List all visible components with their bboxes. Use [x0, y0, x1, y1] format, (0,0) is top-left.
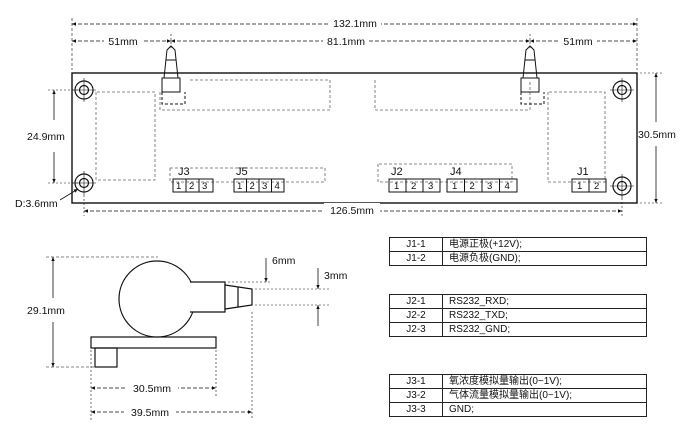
- connector-j2-pin: 3: [428, 181, 433, 192]
- table-row: J2-1 RS232_RXD;: [389, 294, 647, 309]
- pin-id: J3-2: [389, 388, 443, 403]
- dimension-board-width: 30.5mm: [90, 350, 217, 420]
- nozzle-offset-label: 6mm: [272, 255, 296, 267]
- connector-j4-pin: 1: [452, 181, 457, 192]
- total-height-label: 29.1mm: [27, 305, 65, 317]
- connector-j2-pin: 1: [394, 181, 399, 192]
- pin-id: J1-2: [389, 251, 443, 266]
- connector-j5-pin: 3: [262, 181, 267, 192]
- connector-j1-pin: 1: [577, 181, 582, 192]
- pin-function: RS232_RXD;: [442, 294, 647, 309]
- overall-width-label: 132.1mm: [333, 18, 377, 30]
- mounting-hole-top-right: [610, 78, 634, 102]
- pin-id: J3-1: [389, 374, 443, 389]
- table-row: J1-2 电源负极(GND);: [389, 251, 647, 266]
- pin-id: J2-1: [389, 294, 443, 309]
- mounting-hole-bottom-right: [610, 174, 634, 198]
- nozzle-right: [520, 45, 545, 105]
- top-view: J3 1 2 3 J5 1 2 3 4 J2 1 2 3 J4: [15, 16, 676, 217]
- pin-function: 氧浓度模拟量输出(0~1V);: [442, 374, 647, 389]
- dimension-overall-width: 132.1mm: [71, 16, 638, 70]
- pin-function: 电源正极(+12V);: [442, 237, 647, 252]
- table-row: J3-2 气体流量模拟量输出(0~1V);: [389, 388, 647, 403]
- side-base-plate: [90, 336, 217, 349]
- connector-j4-pin: 3: [487, 181, 492, 192]
- table-row: J3-1 氧浓度模拟量输出(0~1V);: [389, 374, 647, 389]
- connector-j3-pin: 3: [202, 181, 207, 192]
- connector-j4: J4 1 2 3 4: [446, 166, 518, 193]
- left-offset-label: 51mm: [108, 36, 137, 48]
- side-nozzle: [190, 281, 253, 313]
- dimension-nozzle-offset: 6mm: [228, 255, 296, 283]
- hole-spacing-horizontal-label: 126.5mm: [330, 205, 374, 217]
- middle-span-label: 81.1mm: [327, 36, 365, 48]
- connector-j2-label: J2: [391, 166, 403, 178]
- connector-j4-label: J4: [450, 166, 462, 178]
- connector-j4-pin: 2: [470, 181, 475, 192]
- connector-j5-pin: 4: [275, 181, 280, 192]
- pin-table-j3: J3-1 氧浓度模拟量输出(0~1V); J3-2 气体流量模拟量输出(0~1V…: [389, 374, 647, 417]
- pin-function: 电源负极(GND);: [442, 251, 647, 266]
- nozzle-left: [161, 45, 186, 105]
- connector-j1: J1 1 2: [571, 166, 607, 193]
- side-connector-block: [94, 347, 118, 368]
- hole-diameter-label: D:3.6mm: [15, 198, 58, 210]
- nozzle-diameter-label: 3mm: [324, 270, 348, 282]
- pin-function: GND;: [442, 402, 647, 417]
- pin-table-j2: J2-1 RS232_RXD; J2-2 RS232_TXD; J2-3 RS2…: [389, 294, 647, 337]
- pin-function: RS232_TXD;: [442, 308, 647, 323]
- dimension-board-height: 30.5mm: [638, 72, 676, 204]
- mounting-hole-bottom-left: [72, 171, 96, 195]
- dimension-nozzle-positions: 51mm 81.1mm 51mm: [72, 34, 637, 48]
- dimension-nozzle-diameter: 3mm: [255, 268, 348, 326]
- pin-id: J2-3: [389, 322, 443, 337]
- connector-j4-pin: 4: [505, 181, 510, 192]
- dimension-hole-diameter: D:3.6mm: [15, 188, 79, 210]
- board-height-label: 30.5mm: [638, 129, 676, 141]
- pin-function: 气体流量模拟量输出(0~1V);: [442, 388, 647, 403]
- connector-j3-pin: 2: [189, 181, 194, 192]
- connector-j2: J2 1 2 3: [388, 166, 441, 193]
- pin-id: J3-3: [389, 402, 443, 417]
- right-offset-label: 51mm: [563, 36, 592, 48]
- connector-j5-label: J5: [236, 166, 248, 178]
- connector-j1-label: J1: [577, 166, 589, 178]
- connector-j3-pin: 1: [176, 181, 181, 192]
- dimension-hole-spacing-vertical: 24.9mm: [27, 89, 80, 184]
- connector-j3-label: J3: [178, 166, 190, 178]
- table-row: J3-3 GND;: [389, 402, 647, 417]
- pin-id: J2-2: [389, 308, 443, 323]
- connector-j5-pin: 1: [237, 181, 242, 192]
- pin-table-j1: J1-1 电源正极(+12V); J1-2 电源负极(GND);: [389, 237, 647, 266]
- connector-j5: J5 1 2 3 4: [233, 166, 285, 193]
- connector-j1-pin: 2: [594, 181, 599, 192]
- table-row: J2-3 RS232_GND;: [389, 322, 647, 337]
- connector-j5-pin: 2: [250, 181, 255, 192]
- table-row: J2-2 RS232_TXD;: [389, 308, 647, 323]
- pin-id: J1-1: [389, 237, 443, 252]
- dimension-total-width: 39.5mm: [91, 312, 253, 420]
- dimension-hole-spacing-horizontal: 126.5mm: [83, 195, 623, 217]
- connector-j2-pin: 2: [411, 181, 416, 192]
- dimension-total-height: 29.1mm: [27, 256, 158, 368]
- total-width-label: 39.5mm: [131, 407, 169, 419]
- connector-j3: J3 1 2 3: [172, 166, 214, 193]
- hole-spacing-vertical-label: 24.9mm: [27, 131, 65, 143]
- table-row: J1-1 电源正极(+12V);: [389, 237, 647, 252]
- internal-outlines: [95, 79, 606, 183]
- pcb-outline: [71, 72, 638, 204]
- board-width-label: 30.5mm: [133, 383, 171, 395]
- mounting-hole-top-left: [72, 78, 96, 102]
- side-view: 29.1mm 6mm 3mm 30.5mm: [27, 255, 348, 420]
- pin-function: RS232_GND;: [442, 322, 647, 337]
- side-sensor-body: [118, 260, 196, 338]
